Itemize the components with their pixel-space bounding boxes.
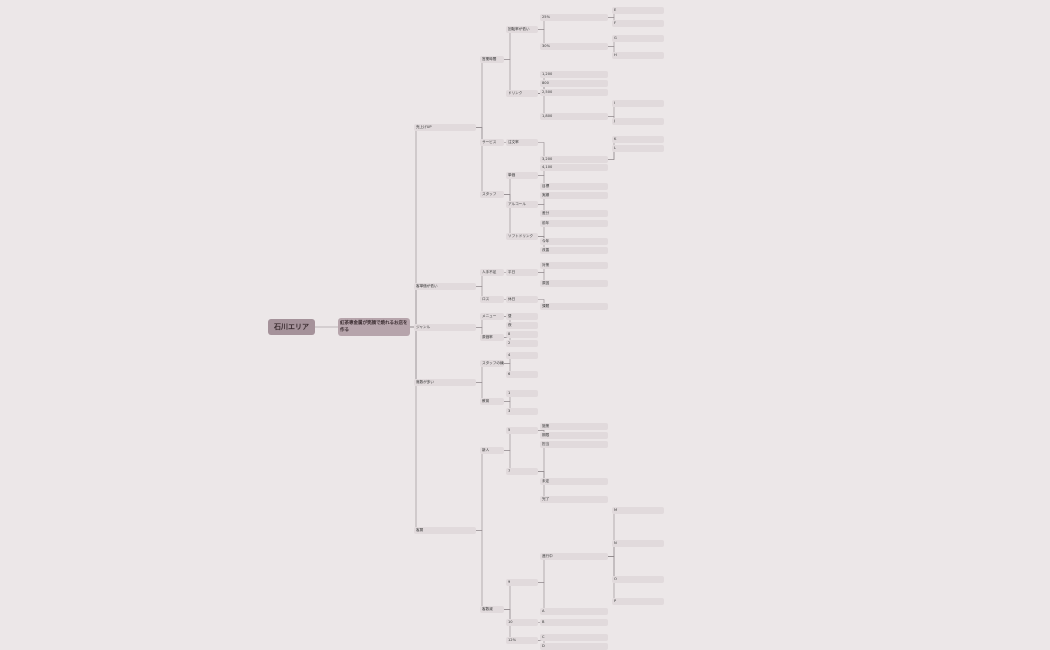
branch-node[interactable]: 単価 — [506, 172, 538, 179]
branch-node[interactable]: 人手不足 — [480, 269, 504, 276]
branch-node[interactable]: スタッフの練度が低い — [480, 360, 504, 367]
branch-node[interactable]: 実績 — [540, 192, 608, 199]
connector-line — [410, 326, 417, 383]
connector-line — [476, 530, 483, 610]
branch-node[interactable]: 2,500 — [540, 89, 608, 96]
branch-node[interactable]: 6 — [506, 371, 538, 378]
branch-node[interactable]: D — [540, 643, 608, 650]
branch-node[interactable]: 7 — [506, 468, 538, 475]
branch-node[interactable]: 原価率 — [480, 334, 504, 341]
connector-line — [538, 444, 545, 472]
branch-node[interactable]: 1 — [506, 390, 538, 397]
branch-node[interactable]: F — [612, 20, 664, 27]
branch-node[interactable]: G — [612, 35, 664, 42]
branch-node[interactable]: P — [612, 598, 664, 605]
connector-line — [504, 582, 511, 610]
branch-node[interactable]: 5 — [506, 427, 538, 434]
branch-node[interactable]: 3,200 — [540, 156, 608, 163]
branch-node[interactable]: 新人 — [480, 447, 504, 454]
branch-node[interactable]: 客層 — [414, 527, 476, 534]
branch-node[interactable]: 未定 — [540, 478, 608, 485]
branch-node[interactable]: ジャンル — [414, 324, 476, 331]
branch-node[interactable]: 9 — [506, 579, 538, 586]
branch-node[interactable]: 対策 — [540, 262, 608, 269]
branch-node[interactable]: 1,200 — [540, 71, 608, 78]
branch-node[interactable]: 教育 — [480, 398, 504, 405]
branch-node[interactable]: 800 — [540, 80, 608, 87]
branch-node[interactable]: 差分 — [540, 210, 608, 217]
connector-line — [504, 59, 511, 94]
connector-line — [608, 510, 615, 557]
branch-node[interactable]: B — [540, 619, 608, 626]
branch-node[interactable]: K — [612, 136, 664, 143]
branch-node[interactable]: 施策 — [540, 423, 608, 430]
connector-line — [476, 450, 483, 531]
branch-node[interactable]: 改善 — [540, 247, 608, 254]
branch-node[interactable]: 進行中 — [540, 553, 608, 560]
connector-line — [410, 127, 417, 328]
branch-node[interactable]: A — [540, 608, 608, 615]
branch-node[interactable]: メニュー — [480, 313, 504, 320]
connector-line — [476, 127, 483, 195]
connector-line — [410, 326, 417, 531]
branch-node[interactable]: 4 — [506, 352, 538, 359]
branch-node[interactable]: 今年 — [540, 238, 608, 245]
branch-node[interactable]: I — [612, 100, 664, 107]
branch-node[interactable]: H — [612, 52, 664, 59]
branch-node[interactable]: アルコール — [506, 201, 538, 208]
branch-node[interactable]: 10 — [506, 619, 538, 626]
branch-node[interactable]: 休日 — [506, 296, 538, 303]
branch-node[interactable]: 席数が多い — [414, 379, 476, 386]
branch-node[interactable]: ソフトドリンク — [506, 233, 538, 240]
branch-node[interactable]: L — [612, 145, 664, 152]
branch-node[interactable]: 客数減 — [480, 606, 504, 613]
branch-node[interactable]: 原因 — [540, 280, 608, 287]
branch-node[interactable]: 完了 — [540, 496, 608, 503]
branch-node[interactable]: 1,800 — [540, 113, 608, 120]
branch-node[interactable]: ロス — [480, 296, 504, 303]
branch-node[interactable]: 夜 — [506, 322, 538, 329]
branch-node[interactable]: 客単価が低い — [414, 283, 476, 290]
root-node[interactable]: 石川エリア — [268, 319, 315, 335]
branch-node[interactable]: 平日 — [506, 269, 538, 276]
branch-node[interactable]: N — [612, 540, 664, 547]
connector-line — [504, 29, 511, 60]
branch-node[interactable]: O — [612, 576, 664, 583]
branch-node[interactable]: 8 — [506, 331, 538, 338]
branch-node[interactable]: スタッフ — [480, 191, 504, 198]
branch-node[interactable]: 4,100 — [540, 164, 608, 171]
branch-node[interactable]: 2 — [506, 340, 538, 347]
connector-line — [538, 556, 545, 583]
branch-node[interactable]: 回転率が低い — [506, 26, 538, 33]
branch-node[interactable]: 期限 — [540, 432, 608, 439]
branch-node[interactable]: 担当 — [540, 441, 608, 448]
branch-node[interactable]: 営業時間 — [480, 56, 504, 63]
branch-node[interactable]: 3 — [506, 408, 538, 415]
branch-node[interactable]: 売上げUP — [414, 124, 476, 131]
branch-node[interactable]: サービス — [480, 139, 504, 146]
branch-node[interactable]: J — [612, 118, 664, 125]
connector-line — [410, 286, 417, 328]
branch-node[interactable]: 課題 — [540, 303, 608, 310]
branch-node[interactable]: 30% — [540, 43, 608, 50]
branch-node[interactable]: 昼 — [506, 313, 538, 320]
main-topic-node[interactable]: 紅茶専金属が笑顔で焼れるお店を作る — [338, 318, 410, 336]
branch-node[interactable]: C — [540, 634, 608, 641]
branch-node[interactable]: E — [612, 7, 664, 14]
branch-node[interactable]: 目標 — [540, 183, 608, 190]
branch-node[interactable]: 注文率 — [506, 139, 538, 146]
branch-node[interactable]: ドリンク — [506, 90, 538, 97]
branch-node[interactable]: 前年 — [540, 220, 608, 227]
branch-node[interactable]: 25% — [540, 14, 608, 21]
branch-node[interactable]: 12% — [506, 637, 538, 644]
branch-node[interactable]: M — [612, 507, 664, 514]
connector-line — [476, 59, 483, 128]
